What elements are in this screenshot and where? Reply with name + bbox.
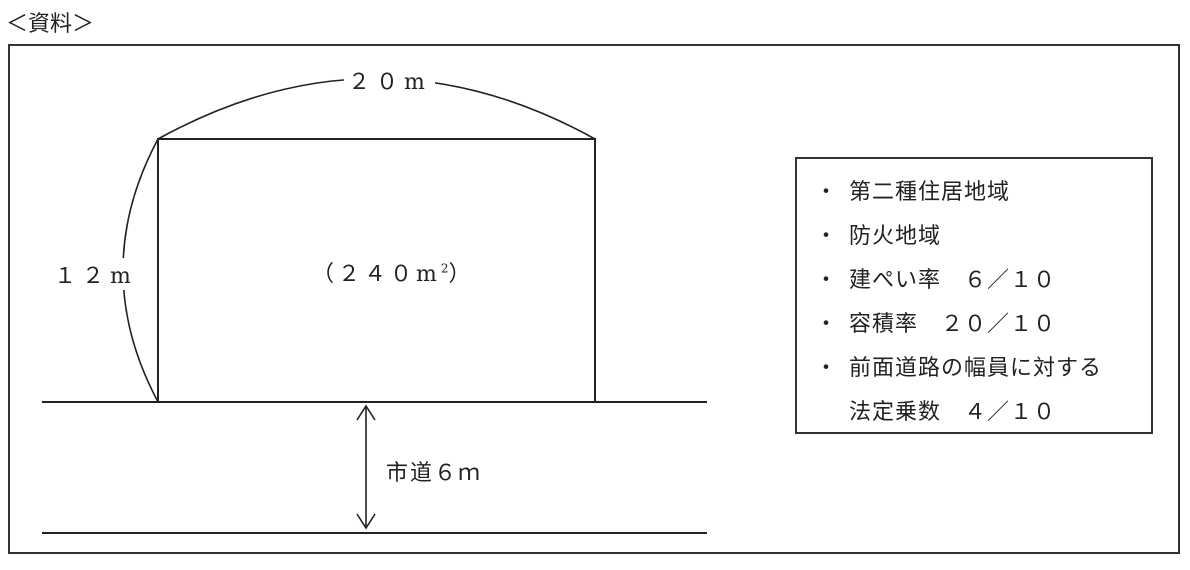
lot-depth-label: １２m [54,258,137,290]
lot-area-label: （２４０m2） [312,256,475,288]
lot-area-close: ） [448,262,475,287]
diagram-frame [8,44,1180,554]
condition-continuation: 法定乗数 ４／１０ [815,391,1151,435]
bullet: ・ [815,224,838,249]
bullet: ・ [815,268,838,293]
condition-text: 法定乗数 ４／１０ [849,400,1057,425]
lot-area-unit-sup: 2 [440,261,449,276]
condition-item: ・前面道路の幅員に対する [815,347,1151,391]
bullet: ・ [815,312,838,337]
condition-item: ・建ぺい率 ６／１０ [815,259,1151,303]
condition-text: 防火地域 [849,224,942,249]
arrow-head-up-icon [356,404,376,421]
condition-item: ・防火地域 [815,215,1151,259]
road-label: 市道６ｍ [386,455,483,487]
condition-text: 建ぺい率 ６／１０ [849,268,1057,293]
zoning-conditions-box: ・第二種住居地域 ・防火地域 ・建ぺい率 ６／１０ ・容積率 ２０／１０ ・前面… [795,157,1153,434]
material-heading: ＜資料＞ [6,12,95,37]
condition-text: 第二種住居地域 [849,180,1011,205]
bullet: ・ [815,180,838,205]
lot-area-value: （２４０m [312,262,441,287]
bullet: ・ [815,356,838,381]
condition-text: 前面道路の幅員に対する [849,356,1103,381]
condition-text: 容積率 ２０／１０ [849,312,1057,337]
condition-item: ・第二種住居地域 [815,171,1151,215]
lot-width-label: ２０m [344,64,435,96]
condition-item: ・容積率 ２０／１０ [815,303,1151,347]
arrow-head-down-icon [356,513,376,530]
